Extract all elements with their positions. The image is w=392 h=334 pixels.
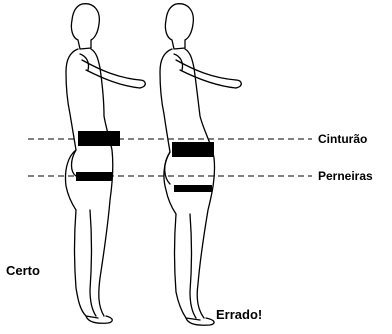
belt-wrong	[172, 142, 214, 157]
wrong-label: Errado!	[216, 307, 262, 322]
leg-straps-label: Perneiras	[318, 169, 373, 183]
leg-strap-wrong	[174, 185, 212, 192]
figure-wrong	[160, 4, 241, 326]
belt-label: Cinturão	[318, 132, 367, 146]
figure-correct	[65, 4, 145, 324]
correct-label: Certo	[6, 263, 40, 278]
